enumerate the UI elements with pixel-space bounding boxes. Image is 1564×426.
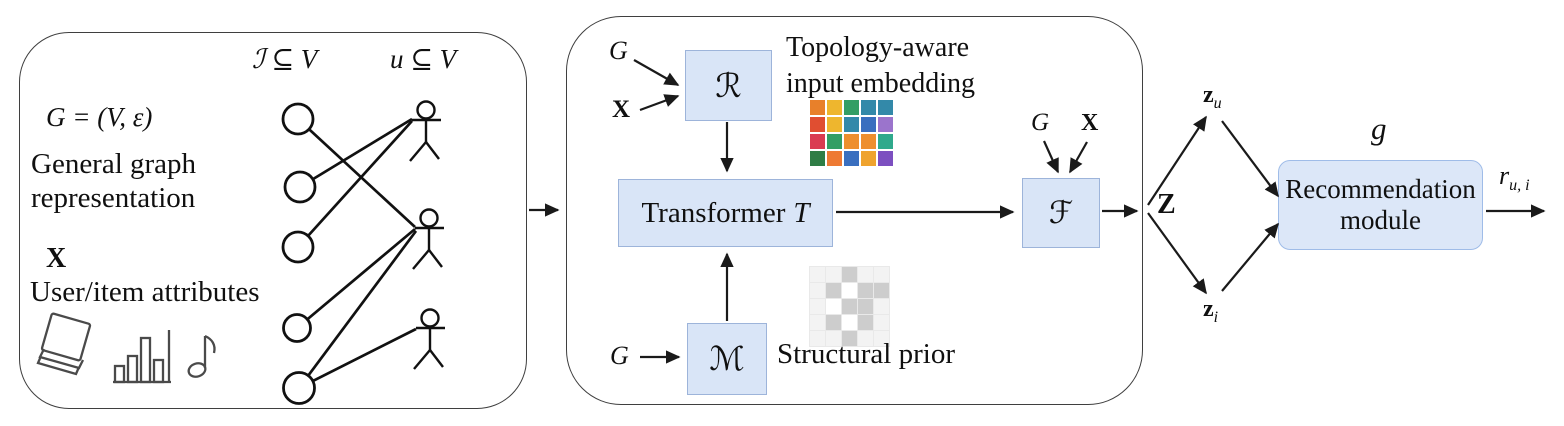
matrix-cell [827,151,842,166]
matrix-cell [810,315,825,330]
matrix-cell [827,117,842,132]
zu-base: z [1203,82,1214,108]
matrix-cell [827,134,842,149]
embedding-matrix [810,100,893,166]
transformer-panel [566,16,1143,405]
graph-input-to-r-label: G [609,36,628,65]
matrix-cell [858,299,873,314]
matrix-cell [826,315,841,330]
matrix-cell [878,100,893,115]
general-graph-panel [19,32,527,409]
x-input-to-r-label: X [612,96,631,123]
graph-definition: G = (V, ε) [46,102,153,132]
matrix-cell [874,299,889,314]
zi-label: zi [1203,296,1219,327]
recommendation-module-box: Recommendation module [1278,160,1483,250]
matrix-cell [861,134,876,149]
graph-input-to-f-label: G [1031,109,1050,136]
recommendation-line1: Recommendation [1285,174,1476,204]
matrix-cell [810,100,825,115]
matrix-cell [861,117,876,132]
matrix-cell [858,315,873,330]
matrix-cell [844,100,859,115]
matrix-cell [844,117,859,132]
output-rating-label: ru, i [1499,162,1530,195]
recommendation-line2: module [1340,205,1421,235]
matrix-cell [874,267,889,282]
matrix-cell [842,299,857,314]
users-set-label: u ⊆ V [390,44,457,74]
z-embedding-label: Z [1157,189,1176,220]
output-base: r [1499,161,1510,190]
matrix-cell [826,283,841,298]
m-module-symbol: ℳ [709,342,745,378]
f-module-box: ℱ [1022,178,1100,248]
zi-subscript: i [1213,308,1219,326]
graph-input-to-m-label: G [610,341,629,370]
zu-to-rec-arrow [1221,120,1279,198]
structural-prior-matrix [809,266,890,347]
matrix-cell [878,117,893,132]
matrix-cell [842,315,857,330]
f-module-symbol: ℱ [1048,195,1074,230]
matrix-cell [874,331,889,346]
matrix-cell [842,267,857,282]
matrix-cell [842,283,857,298]
matrix-cell [810,267,825,282]
zi-base: z [1203,296,1214,322]
matrix-cell [874,315,889,330]
x-attributes-symbol: X [46,243,67,274]
output-subscript: u, i [1509,177,1530,195]
matrix-cell [858,331,873,346]
matrix-cell [878,134,893,149]
matrix-cell [844,151,859,166]
matrix-cell [874,283,889,298]
matrix-cell [810,299,825,314]
matrix-cell [810,283,825,298]
embedding-caption-line2: input embedding [786,68,975,99]
zu-subscript: u [1213,94,1222,112]
matrix-cell [826,299,841,314]
graph-caption-line2: representation [31,182,196,214]
matrix-cell [810,331,825,346]
g-function-label: g [1371,111,1387,146]
x-input-to-f-label: X [1081,110,1099,136]
matrix-cell [861,151,876,166]
m-module-box: ℳ [687,323,767,395]
matrix-cell [826,331,841,346]
transformer-box: Transformer T [618,179,833,247]
matrix-cell [810,134,825,149]
matrix-cell [858,283,873,298]
matrix-cell [861,100,876,115]
structural-prior-caption: Structural prior [777,338,955,370]
matrix-cell [844,134,859,149]
zi-to-rec-arrow [1221,222,1279,292]
r-module-symbol: ℛ [715,68,742,105]
transformer-symbol: T [793,196,810,229]
z-to-zi-arrow [1147,212,1207,295]
matrix-cell [842,331,857,346]
matrix-cell [810,117,825,132]
matrix-cell [827,100,842,115]
zu-label: zu [1203,82,1222,113]
matrix-cell [878,151,893,166]
graph-caption-line1: General graph [31,148,197,180]
attributes-caption: User/item attributes [30,276,260,308]
matrix-cell [810,151,825,166]
transformer-label: Transformer [641,196,786,229]
items-set-label: ℐ ⊆ V [252,44,318,74]
matrix-cell [826,267,841,282]
embedding-caption-line1: Topology-aware [786,32,970,63]
graph-caption: General graph representation [31,147,196,215]
r-module-box: ℛ [685,50,772,121]
embedding-caption: Topology-aware input embedding [786,30,975,102]
matrix-cell [858,267,873,282]
